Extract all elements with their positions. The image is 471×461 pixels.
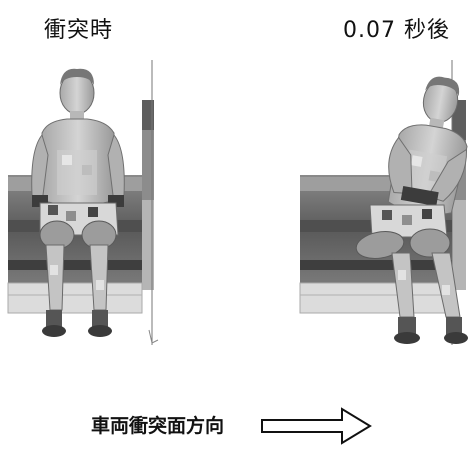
collision-direction-arrow-icon xyxy=(260,407,380,445)
label-after-time: 0.07 秒後 xyxy=(343,12,450,44)
label-at-impact: 衝突時 xyxy=(44,12,113,44)
dummy-after-impact-image xyxy=(292,55,471,355)
collision-direction-label: 車両衝突面方向 xyxy=(91,411,224,438)
dummy-at-impact-image xyxy=(2,55,182,355)
